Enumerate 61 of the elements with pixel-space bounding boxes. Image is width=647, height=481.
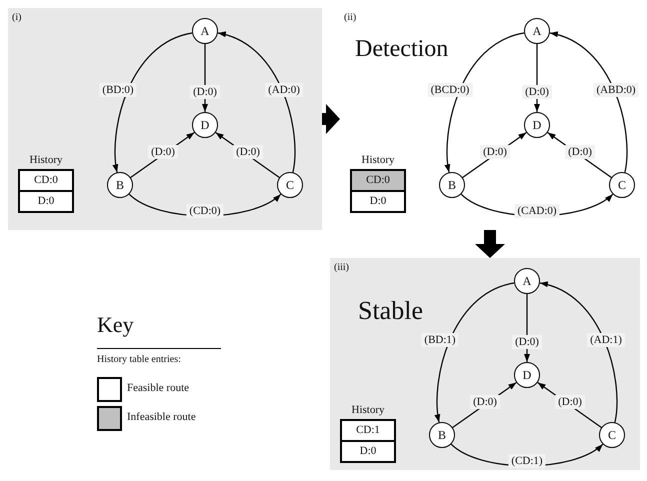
table-cell: D:0 (350, 192, 406, 213)
arrow (112, 32, 192, 172)
edge-label: (AD:0) (265, 83, 303, 97)
history-table (340, 404, 396, 463)
arrow (550, 32, 628, 172)
edge-label: (D:0) (190, 85, 220, 99)
edge-label: (CAD:0) (514, 204, 560, 218)
edge-label: (D:0) (512, 335, 542, 349)
panel-heading: Stable (358, 296, 423, 326)
node-circle: B (429, 422, 455, 448)
node-circle: A (514, 268, 540, 294)
node-circle: D (192, 112, 218, 138)
edge-label: (AD:1) (587, 333, 625, 347)
node-circle: C (599, 422, 625, 448)
edge-label: (CD:0) (186, 204, 224, 218)
key-heading: Key (97, 312, 134, 338)
panel-number: (i) (12, 12, 22, 23)
node-circle: A (524, 18, 550, 44)
arrow (540, 282, 618, 422)
table-cell: CD:0 (350, 169, 406, 192)
block-arrow (475, 230, 505, 258)
node-circle: A (192, 18, 218, 44)
table-heading: History (28, 154, 64, 166)
edge-label: (D:0) (148, 145, 178, 159)
block-arrow (322, 104, 340, 134)
history-table (18, 154, 74, 213)
arrow (444, 32, 524, 172)
edge-label: (D:0) (480, 145, 510, 159)
table-cell: CD:0 (18, 169, 74, 192)
arrow (434, 282, 514, 422)
legend-text: Feasible route (127, 382, 190, 394)
edge-label: (ABD:0) (593, 83, 639, 97)
note: History table entries: (97, 354, 181, 365)
node-circle: D (514, 362, 540, 388)
node-circle: D (524, 112, 550, 138)
edge-label: (BD:1) (421, 333, 459, 347)
arrow (218, 32, 296, 172)
panel (8, 8, 322, 230)
edge-label: (D:0) (565, 145, 595, 159)
edge-label: (D:0) (522, 85, 552, 99)
edge-label: (BD:0) (99, 83, 137, 97)
table-cell: D:0 (18, 192, 74, 213)
history-table (350, 154, 406, 213)
table-heading: History (350, 404, 386, 416)
node-circle: C (277, 172, 303, 198)
legend-text: Infeasible route (127, 411, 196, 423)
table-cell: CD:1 (340, 419, 396, 442)
edge-label: (D:0) (555, 395, 585, 409)
panel-heading: Detection (355, 36, 448, 63)
panel-number: (ii) (344, 12, 356, 23)
table-cell: D:0 (340, 442, 396, 463)
node-circle: B (107, 172, 133, 198)
node-circle: B (439, 172, 465, 198)
panel-number: (iii) (334, 262, 349, 273)
node-circle: C (609, 172, 635, 198)
edge-label: (BCD:0) (428, 83, 472, 97)
table-heading: History (360, 154, 396, 166)
edge-label: (D:0) (233, 145, 263, 159)
edge-label: (D:0) (470, 395, 500, 409)
edge-label: (CD:1) (508, 454, 546, 468)
panel (330, 258, 640, 470)
